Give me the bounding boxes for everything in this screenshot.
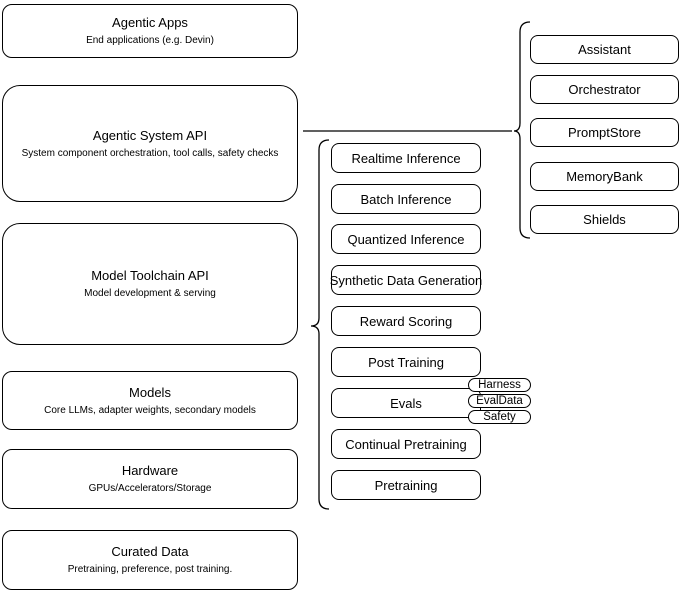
node-assistant: Assistant: [530, 35, 679, 64]
node-model-toolchain-api: Model Toolchain API Model development & …: [2, 223, 298, 345]
node-label: Batch Inference: [360, 191, 452, 207]
node-promptstore: PromptStore: [530, 118, 679, 147]
node-batch-inference: Batch Inference: [331, 184, 481, 214]
node-title: Agentic Apps: [112, 15, 188, 30]
node-label: Post Training: [368, 354, 444, 370]
node-subtitle: System component orchestration, tool cal…: [21, 147, 279, 159]
node-label: Shields: [583, 212, 626, 227]
node-subtitle: End applications (e.g. Devin): [86, 35, 214, 46]
node-agentic-apps: Agentic Apps End applications (e.g. Devi…: [2, 4, 298, 58]
node-label: Reward Scoring: [359, 313, 453, 329]
node-label: Quantized Inference: [347, 231, 465, 247]
node-reward-scoring: Reward Scoring: [331, 306, 481, 336]
node-memorybank: MemoryBank: [530, 162, 679, 191]
node-label: Evals: [390, 395, 422, 411]
pill-label: EvalData: [476, 394, 523, 407]
node-subtitle: Pretraining, preference, post training.: [67, 564, 233, 575]
node-title: Model Toolchain API: [91, 268, 209, 283]
node-shields: Shields: [530, 205, 679, 234]
node-post-training: Post Training: [331, 347, 481, 377]
brace-toolchain: [310, 139, 330, 510]
node-orchestrator: Orchestrator: [530, 75, 679, 104]
node-synthetic-data-generation: Synthetic Data Generation: [329, 265, 483, 295]
node-label: Pretraining: [374, 477, 438, 493]
pill-label: Safety: [483, 410, 516, 423]
node-pretraining: Pretraining: [331, 470, 481, 500]
node-title: Hardware: [121, 463, 179, 478]
node-subtitle: Model development & serving: [84, 288, 216, 299]
node-label: Continual Pretraining: [345, 436, 467, 452]
node-evals-harness: Harness: [468, 378, 531, 392]
node-models: Models Core LLMs, adapter weights, secon…: [2, 371, 298, 430]
node-curated-data: Curated Data Pretraining, preference, po…: [2, 530, 298, 590]
node-hardware: Hardware GPUs/Accelerators/Storage: [2, 449, 298, 509]
pill-label: Harness: [478, 378, 521, 391]
node-title: Models: [129, 384, 171, 400]
node-subtitle: Core LLMs, adapter weights, secondary mo…: [44, 404, 256, 416]
node-agentic-system-api: Agentic System API System component orch…: [2, 85, 298, 202]
node-label: Synthetic Data Generation: [329, 272, 483, 288]
node-title: Curated Data: [111, 544, 189, 559]
node-evals: Evals: [331, 388, 481, 418]
node-label: Realtime Inference: [351, 150, 461, 166]
node-label: Orchestrator: [568, 82, 641, 97]
node-quantized-inference: Quantized Inference: [331, 224, 481, 254]
node-label: Assistant: [578, 42, 631, 57]
node-continual-pretraining: Continual Pretraining: [331, 429, 481, 459]
node-label: MemoryBank: [566, 169, 643, 184]
node-subtitle: GPUs/Accelerators/Storage: [88, 483, 212, 494]
brace-system-components: [513, 21, 531, 239]
node-title: Agentic System API: [92, 127, 208, 143]
node-realtime-inference: Realtime Inference: [331, 143, 481, 173]
node-evals-safety: Safety: [468, 410, 531, 424]
node-evals-evaldata: EvalData: [468, 394, 531, 408]
node-label: PromptStore: [568, 125, 641, 140]
